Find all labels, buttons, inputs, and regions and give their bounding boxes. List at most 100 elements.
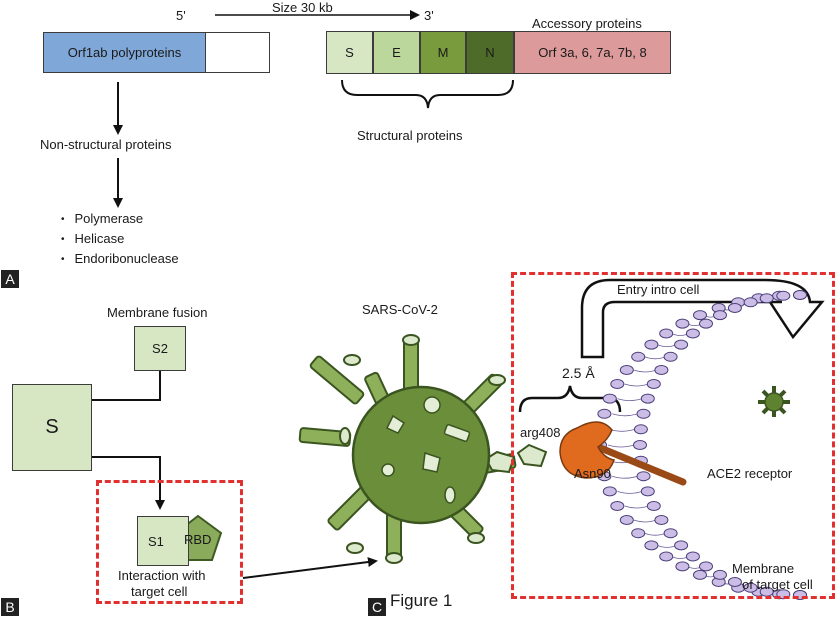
lipid-head xyxy=(699,561,713,572)
internalized-virus xyxy=(758,386,790,417)
s2-box: S2 xyxy=(134,326,186,371)
lipid-head xyxy=(646,379,661,389)
lipid-head xyxy=(793,290,807,300)
lipid-head xyxy=(685,551,700,562)
ace2-stalk xyxy=(594,443,687,486)
list-item: Endoribonuclease xyxy=(61,249,179,269)
virus-label: SARS-CoV-2 xyxy=(362,302,438,317)
nonstructural-proteins-label: Non-structural proteins xyxy=(40,137,172,152)
virus-surface-features xyxy=(381,396,471,504)
s1-interaction-frame xyxy=(96,480,243,604)
lipid-head xyxy=(743,582,758,593)
lipid-head xyxy=(636,471,651,482)
lipid-head xyxy=(663,528,678,539)
lipid-head xyxy=(640,486,655,497)
panel-c-letter: C xyxy=(368,598,386,616)
lipid-tail xyxy=(607,444,635,448)
lipid-head xyxy=(631,528,646,539)
lipid-tail xyxy=(617,491,643,494)
lipid-head xyxy=(610,379,625,389)
genome-size-label: Size 30 kb xyxy=(272,0,333,15)
three-prime-label: 3' xyxy=(424,8,434,23)
orf1ab-blank-box xyxy=(205,32,270,73)
arg408-label: arg408 xyxy=(520,425,561,440)
lipid-head xyxy=(674,339,689,350)
lipid-head xyxy=(659,551,674,562)
lipid-head xyxy=(699,318,713,329)
asn90-label: Asn90 xyxy=(574,466,611,481)
structural-proteins-label: Structural proteins xyxy=(357,128,463,143)
lipid-head xyxy=(685,328,700,339)
structural-brace xyxy=(341,79,514,109)
lipid-head xyxy=(674,540,689,551)
lipid-tail xyxy=(624,505,649,509)
lipid-head xyxy=(743,297,758,308)
lipid-head xyxy=(640,393,655,404)
lipid-head xyxy=(713,569,727,580)
lipid-head xyxy=(713,310,727,321)
lipid-head xyxy=(675,561,690,572)
figure-caption: Figure 1 xyxy=(390,591,453,610)
s-gene-box: S xyxy=(326,31,373,74)
cell-membrane xyxy=(593,290,807,600)
nonstructural-list: Polymerase Helicase Endoribonuclease xyxy=(61,209,179,269)
lipid-head xyxy=(644,540,659,551)
lipid-head xyxy=(633,440,647,450)
s1-label: S1 xyxy=(148,533,164,549)
entry-label: Entry intro cell xyxy=(617,282,700,297)
lipid-head xyxy=(631,351,646,362)
lipid-tail xyxy=(624,383,649,387)
lipid-head xyxy=(675,318,690,329)
lipid-head xyxy=(727,577,742,587)
s1-box: S1 xyxy=(137,516,189,566)
lipid-head xyxy=(644,339,659,350)
lipid-tail xyxy=(612,413,638,417)
list-item: Polymerase xyxy=(61,209,179,229)
distance-label: 2.5 Å xyxy=(562,365,595,381)
rbd-label: RBD xyxy=(184,532,212,547)
interaction-label-line2: target cell xyxy=(131,584,188,599)
virus-body xyxy=(351,385,491,525)
lipid-head xyxy=(659,328,674,339)
interaction-label-line1: Interaction with xyxy=(118,568,206,583)
accessory-proteins-title: Accessory proteins xyxy=(532,16,642,31)
s-protein-box: S xyxy=(12,384,92,471)
orf1ab-box: Orf1ab polyproteins xyxy=(43,32,206,73)
ace2-label: ACE2 receptor xyxy=(707,466,793,481)
membrane-label-line2: of target cell xyxy=(742,577,813,592)
lipid-head xyxy=(633,424,648,435)
lipid-tail xyxy=(633,369,657,373)
lipid-tail xyxy=(617,398,643,401)
cell-entry-frame xyxy=(511,272,835,599)
list-item: Helicase xyxy=(61,229,179,249)
interaction-to-virus-arrow xyxy=(242,557,378,579)
lipid-head xyxy=(602,393,617,404)
spike-docking-tip xyxy=(516,443,548,468)
lipid-head xyxy=(727,303,742,313)
lipid-head xyxy=(654,515,669,525)
lipid-head xyxy=(619,365,634,375)
panel-b-letter: B xyxy=(1,598,19,616)
lipid-head xyxy=(693,310,707,321)
lipid-tail xyxy=(612,475,638,479)
n-gene-box: N xyxy=(466,31,514,74)
s-to-s1-arrow xyxy=(92,456,165,510)
membrane-fusion-label: Membrane fusion xyxy=(107,305,208,320)
accessory-box: Orf 3a, 6, 7a, 7b, 8 xyxy=(514,31,671,74)
lipid-head xyxy=(759,293,774,304)
m-gene-box: M xyxy=(420,31,466,74)
lipid-head xyxy=(776,290,791,301)
lipid-tail xyxy=(633,519,657,523)
lipid-head xyxy=(693,569,707,580)
lipid-head xyxy=(636,408,651,419)
lipid-head xyxy=(597,408,612,419)
lipid-head xyxy=(654,365,669,375)
five-prime-label: 5' xyxy=(176,8,186,23)
lipid-head xyxy=(610,501,625,511)
e-gene-box: E xyxy=(373,31,420,74)
panel-a-letter: A xyxy=(1,270,19,288)
lipid-head xyxy=(619,515,634,525)
ace2-receptor-shape xyxy=(559,421,615,479)
lipid-head xyxy=(602,486,617,497)
